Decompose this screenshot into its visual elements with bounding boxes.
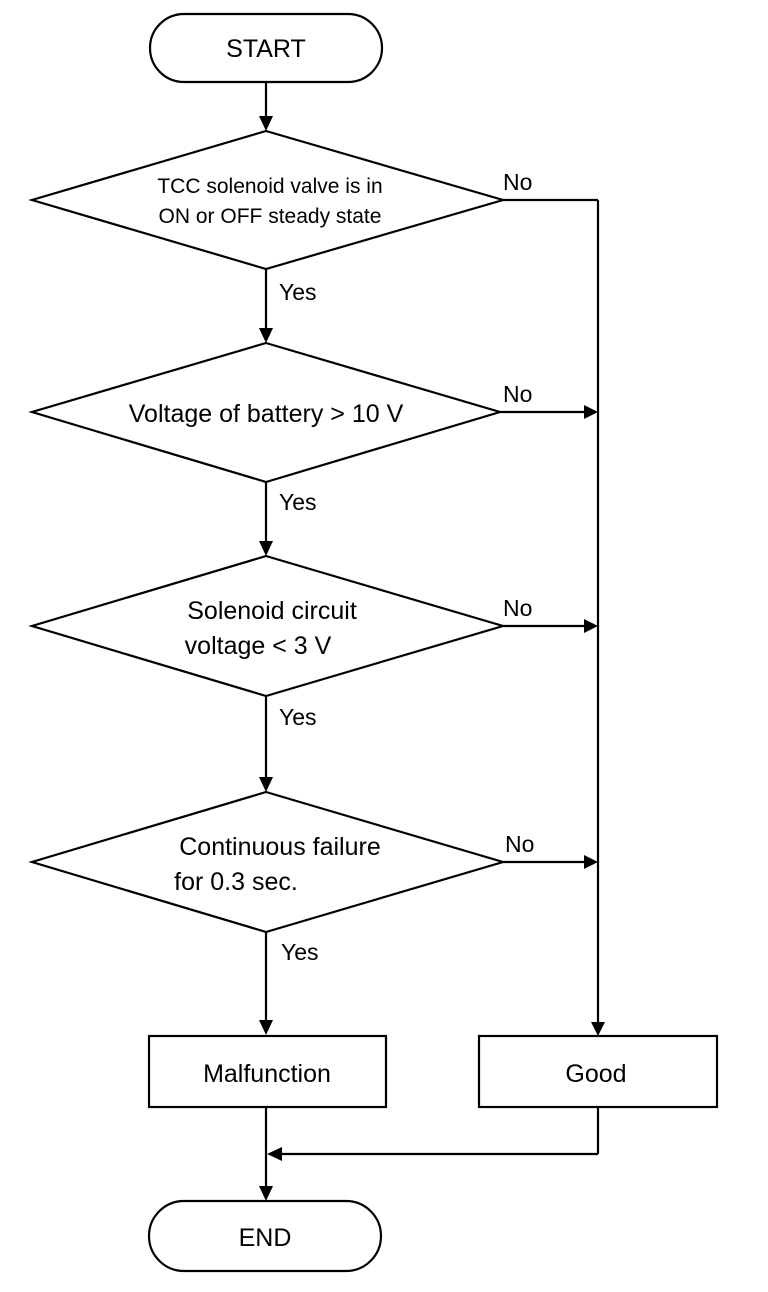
decision-tcc-steady-state [28, 129, 507, 271]
decision-3-line-2: voltage < 3 V [185, 632, 332, 660]
arrowhead-end [259, 1186, 273, 1201]
arrowhead-d3 [259, 541, 273, 556]
good-label: Good [565, 1060, 626, 1088]
decision-continuous-failure [28, 790, 507, 934]
end-label: END [239, 1224, 292, 1252]
decision-1-line-2: ON or OFF steady state [159, 205, 382, 228]
arrowhead-d4 [259, 777, 273, 792]
decision-4-line-2: for 0.3 sec. [174, 868, 298, 896]
start-label: START [226, 35, 306, 63]
arrowhead-d2 [259, 328, 273, 343]
decision-solenoid-circuit-voltage [28, 554, 507, 698]
no-label-2: No [503, 381, 532, 407]
malfunction-label: Malfunction [203, 1060, 331, 1088]
arrowhead-d2-no [584, 405, 598, 419]
yes-label-3: Yes [279, 704, 317, 730]
arrowhead-merge [267, 1147, 282, 1161]
arrowhead-d3-no [584, 619, 598, 633]
arrowhead-d1 [259, 116, 273, 131]
arrowhead-malfunction [259, 1020, 273, 1035]
no-label-1: No [503, 169, 532, 195]
good-box [477, 1034, 719, 1109]
decision-1-line-1: TCC solenoid valve is in [157, 175, 382, 198]
malfunction-box [147, 1034, 388, 1109]
arrowhead-good [591, 1022, 605, 1036]
arrowhead-d4-no [584, 855, 598, 869]
decision-4-line-1: Continuous failure [179, 833, 381, 861]
end-terminator [147, 1199, 383, 1273]
yes-label-1: Yes [279, 279, 317, 305]
decision-2-line-1: Voltage of battery > 10 V [129, 400, 404, 428]
yes-label-4: Yes [281, 939, 319, 965]
decision-3-line-1: Solenoid circuit [187, 597, 357, 625]
no-label-3: No [503, 595, 532, 621]
yes-label-2: Yes [279, 489, 317, 515]
no-label-4: No [505, 831, 534, 857]
